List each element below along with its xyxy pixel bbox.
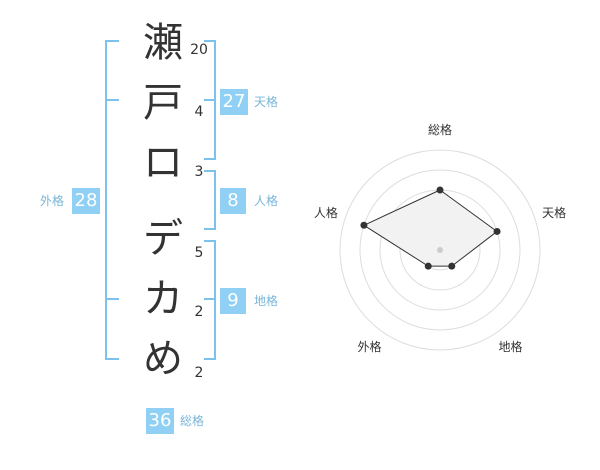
bracket-tick bbox=[105, 99, 119, 101]
radar-axis-label: 外格 bbox=[357, 339, 381, 354]
radar-axis-label: 人格 bbox=[314, 205, 338, 220]
radar-point bbox=[436, 186, 444, 194]
chikaku-label: 地格 bbox=[254, 294, 279, 308]
bracket-tick bbox=[105, 298, 119, 300]
radar-point bbox=[424, 262, 432, 270]
tenkaku-label: 天格 bbox=[254, 95, 279, 109]
name-char-1: 瀬 bbox=[143, 20, 183, 66]
radar-point bbox=[448, 262, 456, 270]
stroke-count-1: 20 bbox=[190, 42, 208, 58]
gaikaku-value-badge: 28 bbox=[72, 188, 100, 214]
radar-polygon bbox=[362, 189, 498, 267]
stroke-count-5: 2 bbox=[194, 304, 204, 320]
radar-point bbox=[360, 221, 368, 229]
soukaku-label: 総格 bbox=[180, 414, 205, 428]
stroke-count-2: 4 bbox=[194, 104, 204, 120]
bracket-tick bbox=[204, 298, 216, 300]
radar-ring bbox=[339, 149, 541, 351]
gaikaku-label: 外格 bbox=[40, 194, 65, 208]
name-char-6: め bbox=[143, 336, 183, 382]
radar-point bbox=[493, 227, 501, 235]
name-char-3: ロ bbox=[143, 140, 183, 186]
stroke-count-3: 3 bbox=[194, 164, 204, 180]
radar-axis-label: 総格 bbox=[428, 122, 452, 137]
jinkaku-value-badge: 8 bbox=[220, 188, 246, 214]
gaikaku-bracket bbox=[105, 40, 119, 360]
name-char-5: カ bbox=[143, 276, 183, 322]
jinkaku-label: 人格 bbox=[254, 194, 279, 208]
radar-ring bbox=[359, 169, 521, 331]
tenkaku-value-badge: 27 bbox=[220, 89, 248, 115]
stroke-count-4: 5 bbox=[194, 245, 204, 261]
stroke-count-6: 2 bbox=[194, 365, 204, 381]
chikaku-bracket bbox=[204, 240, 216, 360]
name-char-4: デ bbox=[143, 216, 183, 262]
radar-axis-label: 天格 bbox=[542, 205, 566, 220]
bracket-tick bbox=[204, 99, 216, 101]
soukaku-value-badge: 36 bbox=[146, 408, 174, 434]
radar-axis-label: 地格 bbox=[499, 339, 523, 354]
jinkaku-bracket bbox=[204, 170, 216, 230]
chikaku-value-badge: 9 bbox=[220, 288, 246, 314]
radar-center-dot bbox=[437, 247, 443, 253]
name-char-2: 戸 bbox=[143, 80, 183, 126]
